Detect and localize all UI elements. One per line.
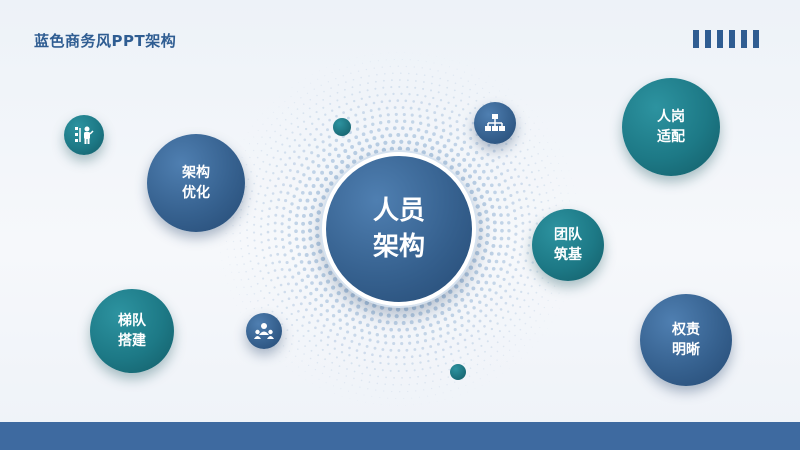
stripe-decoration (693, 30, 759, 48)
node-label-line1: 梯队 (118, 313, 146, 329)
node-person-post-fit: 人岗 适配 (622, 78, 720, 176)
center-label-line2: 架构 (372, 232, 425, 262)
node-label-line1: 人岗 (657, 109, 685, 125)
node-label-line2: 适配 (657, 129, 685, 145)
node-team-foundation: 团队 筑基 (532, 209, 604, 281)
center-node-personnel-structure: 人员 架构 (322, 152, 476, 306)
center-label-line1: 人员 (372, 196, 425, 226)
node-label-line1: 权责 (672, 322, 700, 338)
node-label-line2: 筑基 (554, 247, 582, 263)
slide-title: 蓝色商务风PPT架构 (34, 32, 177, 50)
node-label-line1: 团队 (554, 227, 582, 243)
node-echelon-building: 梯队 搭建 (90, 289, 174, 373)
node-label-line2: 搭建 (118, 333, 146, 349)
presentation-person-icon (64, 115, 104, 155)
bottom-bar (0, 422, 800, 450)
node-label-line2: 优化 (182, 185, 210, 201)
node-architecture-optimization: 架构 优化 (147, 134, 245, 232)
node-clear-responsibilities: 权责 明晰 (640, 294, 732, 386)
org-chart-icon (474, 102, 516, 144)
small-teal-dot (333, 118, 351, 136)
small-teal-dot (450, 364, 466, 380)
team-group-icon (246, 313, 282, 349)
node-label-line2: 明晰 (672, 342, 700, 358)
node-label-line1: 架构 (182, 165, 210, 181)
